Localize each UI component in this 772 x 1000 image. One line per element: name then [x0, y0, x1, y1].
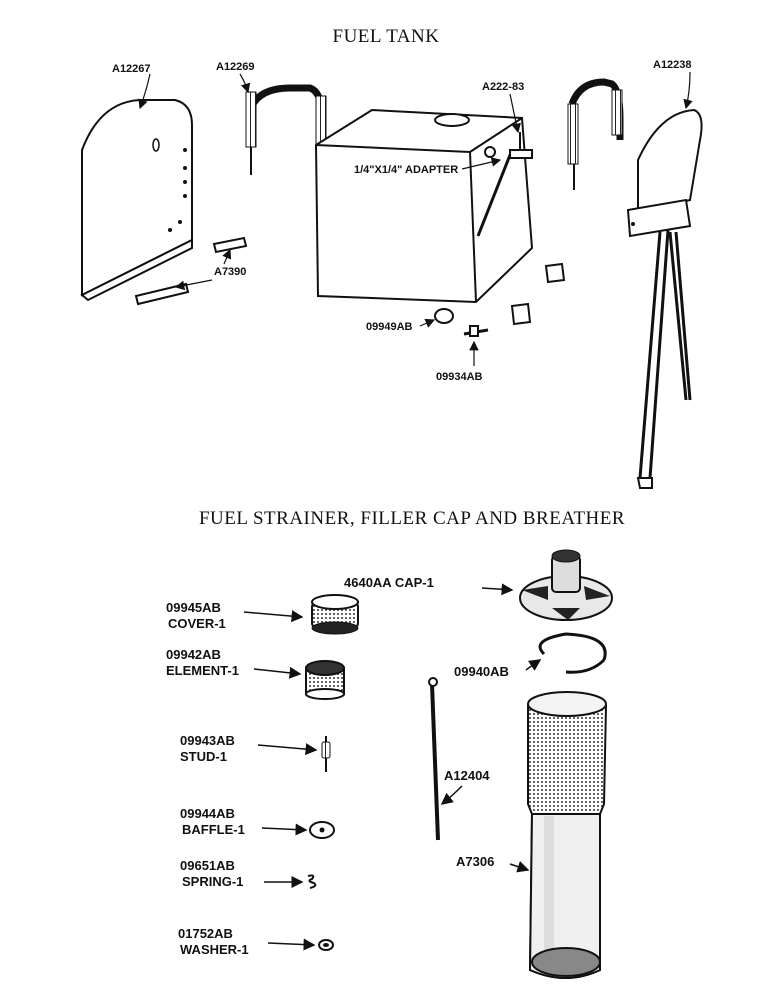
strainer-cover	[311, 594, 359, 635]
label-rod: A12404	[444, 768, 490, 783]
label-baffle-code: 09944AB	[180, 806, 235, 821]
fuel-tank	[314, 108, 534, 337]
label-side-panel-left: A12267	[112, 63, 151, 75]
strainer-section-title: FUEL STRAINER, FILLER CAP AND BREATHER	[199, 508, 625, 529]
label-side-panel-right: A12238	[653, 59, 692, 71]
right-side-panel	[626, 108, 703, 489]
strainer-baffle	[309, 821, 335, 839]
label-spring-code: 09651AB	[180, 858, 235, 873]
label-stud-code: 09943AB	[180, 733, 235, 748]
drain-valve	[469, 325, 479, 337]
strainer-washer	[318, 939, 334, 951]
label-valve: 09934AB	[436, 371, 483, 383]
label-pad: A7390	[214, 266, 246, 278]
strainer-stud	[321, 736, 331, 772]
strainer-element	[305, 660, 345, 700]
label-baffle-name: BAFFLE-1	[182, 822, 245, 837]
label-spring-name: SPRING-1	[182, 874, 243, 889]
fitting-a222-83	[484, 132, 533, 159]
label-washer-code: 01752AB	[178, 926, 233, 941]
tank-strap-right	[567, 78, 624, 190]
breather-tube	[527, 691, 608, 979]
drain-plug	[434, 308, 454, 324]
label-element-code: 09942AB	[166, 647, 221, 662]
left-side-panel	[80, 99, 193, 302]
tank-strap-left	[245, 84, 327, 175]
label-cover-name: COVER-1	[168, 616, 226, 631]
label-washer-name: WASHER-1	[180, 942, 249, 957]
filler-cap	[519, 549, 613, 621]
label-cap: 4640AA CAP-1	[344, 575, 434, 590]
strainer-spring	[307, 874, 317, 889]
label-ring: 09940AB	[454, 664, 509, 679]
label-drain: 09949AB	[366, 321, 413, 333]
breather-rod	[428, 677, 440, 841]
label-adapter: 1/4"X1/4" ADAPTER	[354, 164, 458, 176]
label-breather: A7306	[456, 854, 494, 869]
label-stud-name: STUD-1	[180, 749, 227, 764]
label-element-name: ELEMENT-1	[166, 663, 239, 678]
label-cover-code: 09945AB	[166, 600, 221, 615]
label-fitting: A222-83	[482, 81, 524, 93]
label-strap-left: A12269	[216, 61, 255, 73]
snap-ring	[538, 632, 607, 674]
fuel-tank-title: FUEL TANK	[333, 26, 440, 47]
